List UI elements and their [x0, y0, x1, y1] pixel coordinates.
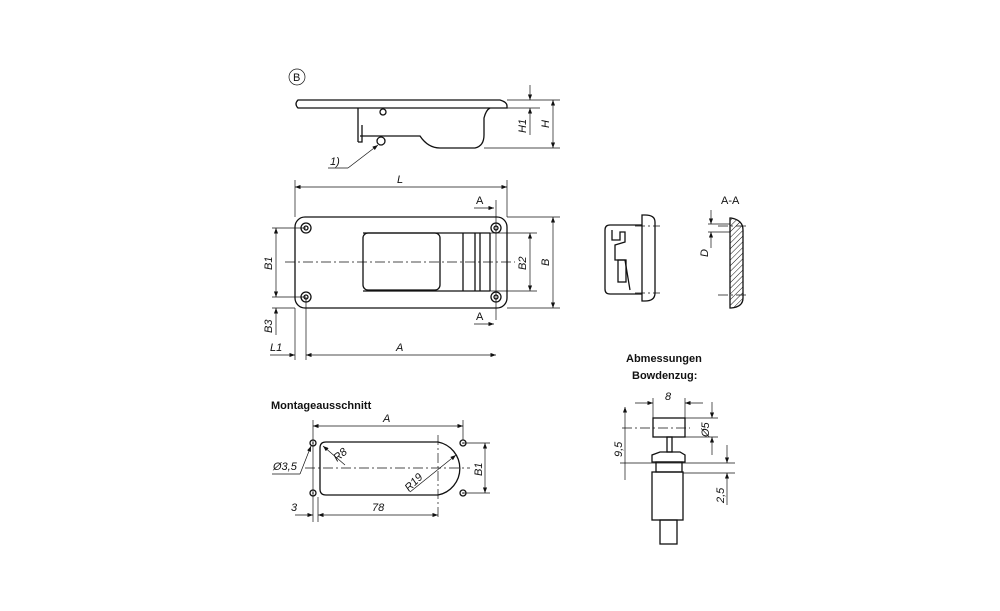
side-view-dim-h-label: H — [540, 120, 552, 128]
view-marker-label: B — [293, 72, 300, 84]
top-view-dim-a-label: A — [395, 342, 403, 354]
bowden-cable-detail: Abmessungen Bowdenzug: 8 Ø5 9,5 2,5 — [613, 353, 735, 545]
cutout-dim-offset-label: 3 — [291, 502, 298, 514]
side-view-dim-h1-label: H1 — [517, 119, 529, 133]
section-title-label: A-A — [721, 195, 740, 207]
bowden-dim-offset-label: 2,5 — [715, 487, 727, 504]
cutout-radius-small-label: R8 — [331, 445, 350, 464]
cutout-dim-a-label: A — [382, 413, 390, 425]
top-view: L A A A L1 B1 B3 B2 B — [263, 174, 560, 360]
top-view-section-mark-top-label: A — [476, 195, 484, 207]
top-view-dim-b2-label: B2 — [517, 257, 529, 270]
top-view-dim-b3-label: B3 — [263, 319, 275, 333]
top-view-section-mark-bottom-label: A — [476, 311, 484, 323]
cutout-radius-large-label: R19 — [403, 471, 426, 494]
top-view-dim-l-label: L — [397, 174, 403, 186]
cutout-hole-dia-label: Ø3,5 — [272, 461, 298, 473]
cutout-title-label: Montageausschnitt — [271, 400, 372, 412]
side-view: 1) H1 H — [295, 85, 560, 169]
bowden-title-line2-label: Bowdenzug: — [632, 370, 697, 382]
cutout-dim-length-label: 78 — [372, 502, 385, 514]
view-marker-b: B — [288, 68, 306, 86]
mounting-cutout: Montageausschnitt A B1 R8 R19 Ø3,5 3 78 — [271, 400, 490, 522]
bowden-dim-width-label: 8 — [665, 391, 672, 403]
bowden-title-line1-label: Abmessungen — [626, 353, 702, 365]
cutout-dim-b1-label: B1 — [473, 463, 485, 476]
end-view — [604, 214, 660, 302]
bowden-dim-dia-label: Ø5 — [700, 421, 712, 438]
section-a-a: A-A D — [699, 195, 748, 309]
top-view-dim-l1-label: L1 — [270, 342, 282, 354]
top-view-dim-b-label: B — [540, 259, 552, 266]
callout-1: 1) — [330, 156, 340, 168]
section-dim-d-label: D — [699, 249, 711, 257]
bowden-dim-height-label: 9,5 — [613, 441, 625, 457]
top-view-dim-b1-label: B1 — [263, 257, 275, 270]
